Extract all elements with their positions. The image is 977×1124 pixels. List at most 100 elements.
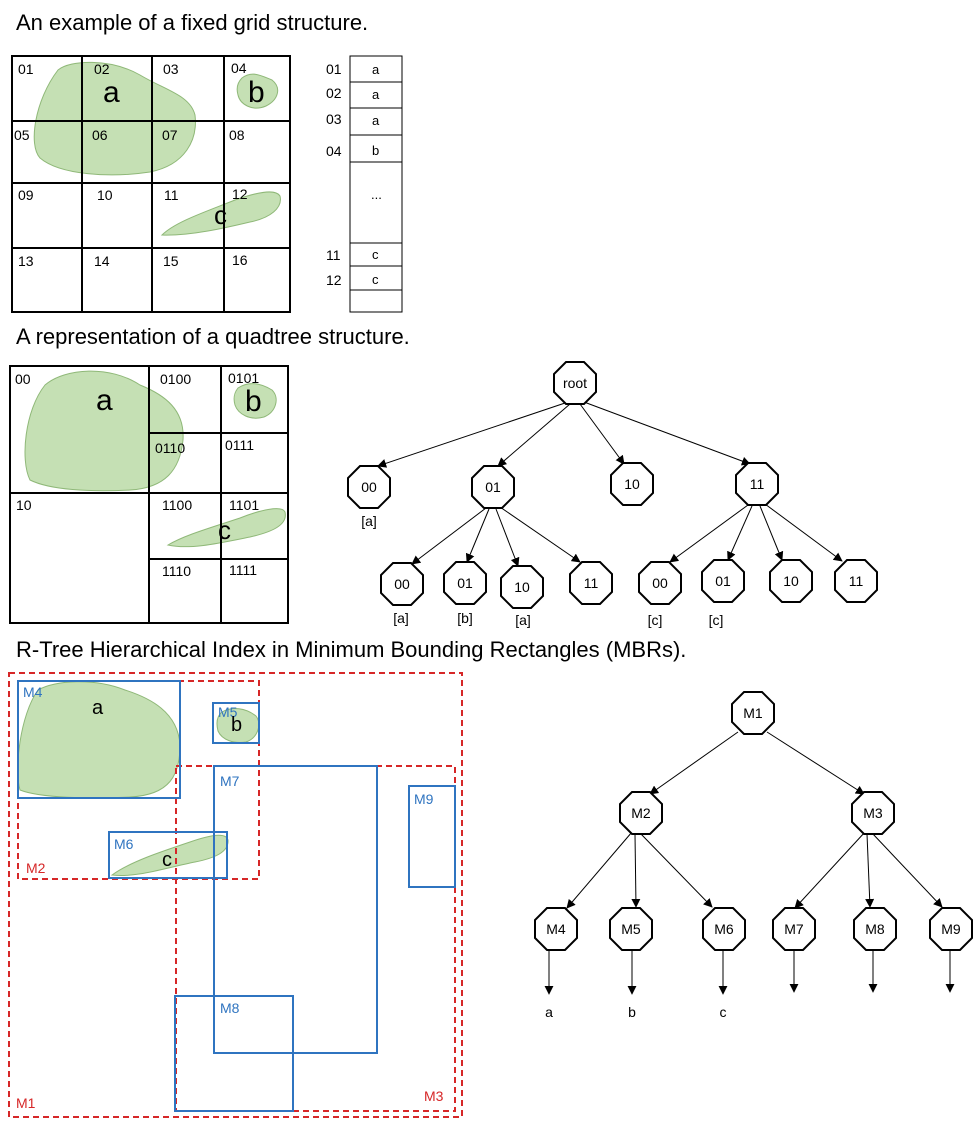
object-a-label: a bbox=[103, 76, 120, 109]
mbr-M1 bbox=[8, 672, 463, 1118]
grid-cell-label: 07 bbox=[162, 127, 178, 143]
svg-text:10: 10 bbox=[624, 476, 640, 492]
mbr-label: M5 bbox=[218, 704, 238, 720]
object-c-label: c bbox=[214, 200, 227, 230]
object-c-label: c bbox=[162, 849, 172, 871]
object-b-shape bbox=[236, 73, 279, 109]
tree-node: 10 bbox=[769, 559, 813, 603]
table-row-id: 04 bbox=[326, 143, 342, 159]
svg-text:M3: M3 bbox=[863, 805, 883, 821]
mbr-label: M4 bbox=[23, 684, 43, 700]
table-row-id: 03 bbox=[326, 111, 342, 127]
quad-cell-label: 10 bbox=[16, 497, 32, 513]
svg-text:01: 01 bbox=[715, 573, 731, 589]
svg-text:01: 01 bbox=[485, 479, 501, 495]
quad-cell-label: 1101 bbox=[229, 497, 259, 513]
tree-node: 00 bbox=[638, 561, 682, 605]
quad-cell-label: 0110 bbox=[155, 440, 185, 456]
tree-node-note: [a] bbox=[515, 612, 531, 628]
fixed-grid: 01 02 03 04 05 06 07 08 09 10 11 12 13 1… bbox=[11, 55, 291, 313]
quad-cell-label: 00 bbox=[15, 371, 31, 387]
grid-cell-label: 01 bbox=[18, 61, 34, 77]
grid-index-table: 01 a 02 a 03 a 04 b ... 11 c 12 c bbox=[326, 55, 403, 313]
mbr-label: M2 bbox=[26, 860, 46, 876]
svg-text:M6: M6 bbox=[714, 921, 734, 937]
svg-text:M9: M9 bbox=[941, 921, 961, 937]
quad-cell-label: 0111 bbox=[225, 437, 254, 453]
tree-node-note: [a] bbox=[361, 513, 377, 529]
svg-text:M2: M2 bbox=[631, 805, 651, 821]
table-row-id: 11 bbox=[326, 247, 341, 263]
quadtree-grid: 00 0100 0101 0110 0111 10 1100 1101 1110… bbox=[9, 365, 289, 624]
rtree-mbr-diagram: M1 M2 M3 M4 M5 M6 M7 M8 M9 a b c bbox=[8, 672, 463, 1118]
grid-cell-label: 08 bbox=[229, 127, 245, 143]
rtree-node: M3 bbox=[851, 791, 895, 835]
grid-cell-label: 06 bbox=[92, 127, 108, 143]
tree-node-note: [a] bbox=[393, 610, 409, 626]
tree-node: 11 bbox=[735, 462, 779, 506]
grid-cell-label: 14 bbox=[94, 253, 110, 269]
mbr-M3 bbox=[175, 765, 456, 1112]
svg-text:00: 00 bbox=[652, 575, 668, 591]
quad-cell-label: 1100 bbox=[162, 497, 192, 513]
table-row-value: a bbox=[372, 113, 380, 128]
rtree-tree: M1 M2 M3 M4 M5 M6 M7 M8 bbox=[534, 691, 973, 1020]
svg-text:M4: M4 bbox=[546, 921, 566, 937]
svg-text:10: 10 bbox=[514, 579, 530, 595]
section1-title: An example of a fixed grid structure. bbox=[16, 10, 368, 35]
tree-node: 01 bbox=[471, 465, 515, 509]
table-row-id: 02 bbox=[326, 85, 342, 101]
table-row-value: c bbox=[372, 247, 379, 262]
section2-title: A representation of a quadtree structure… bbox=[16, 324, 410, 349]
grid-cell-label: 04 bbox=[231, 60, 247, 76]
rtree-node: M2 bbox=[619, 791, 663, 835]
tree-node: 11 bbox=[834, 559, 878, 603]
quad-cell-label: 0101 bbox=[228, 370, 259, 386]
object-b-label: b bbox=[231, 714, 242, 736]
rtree-node: M8 bbox=[853, 907, 897, 951]
svg-text:M1: M1 bbox=[743, 705, 763, 721]
tree-node: 11 bbox=[569, 561, 613, 605]
quad-cell-label: 1111 bbox=[229, 562, 257, 578]
tree-node-note: [b] bbox=[457, 610, 473, 626]
rtree-node: M6 bbox=[702, 907, 746, 951]
svg-text:11: 11 bbox=[849, 573, 864, 589]
grid-cell-label: 12 bbox=[232, 186, 248, 202]
grid-cell-label: 16 bbox=[232, 252, 248, 268]
table-row-value: a bbox=[372, 87, 380, 102]
object-c-label: c bbox=[218, 515, 231, 545]
mbr-label: M8 bbox=[220, 1000, 240, 1016]
svg-text:M7: M7 bbox=[784, 921, 804, 937]
grid-cell-label: 03 bbox=[163, 61, 179, 77]
mbr-label: M1 bbox=[16, 1095, 36, 1111]
tree-node-root: root bbox=[553, 361, 597, 405]
mbr-M5 bbox=[212, 702, 260, 744]
table-row-value: b bbox=[372, 143, 379, 158]
svg-text:root: root bbox=[563, 375, 587, 391]
rtree-node: M9 bbox=[929, 907, 973, 951]
rtree-leaf-label: c bbox=[720, 1004, 727, 1020]
rtree-leaf-label: a bbox=[545, 1004, 553, 1020]
tree-node: 01 bbox=[443, 561, 487, 605]
svg-text:11: 11 bbox=[584, 575, 599, 591]
quadtree-tree: root 00 01 10 11 [a] 00 01 10 bbox=[347, 361, 878, 628]
svg-text:M8: M8 bbox=[865, 921, 885, 937]
svg-text:01: 01 bbox=[457, 575, 473, 591]
tree-node-note: [c] bbox=[648, 612, 663, 628]
svg-text:11: 11 bbox=[750, 476, 765, 492]
grid-cell-label: 15 bbox=[163, 253, 179, 269]
mbr-label: M7 bbox=[220, 773, 240, 789]
tree-node: 10 bbox=[610, 462, 654, 506]
grid-cell-label: 05 bbox=[14, 127, 30, 143]
rtree-node: M5 bbox=[609, 907, 653, 951]
grid-cell-label: 09 bbox=[18, 187, 34, 203]
rtree-node-M1: M1 bbox=[731, 691, 775, 735]
quad-cell-label: 0100 bbox=[160, 371, 191, 387]
grid-cell-label: 11 bbox=[164, 187, 179, 203]
mbr-M8 bbox=[174, 995, 294, 1112]
table-row-value: a bbox=[372, 62, 380, 77]
grid-cell-label: 02 bbox=[94, 61, 110, 77]
grid-cell-label: 13 bbox=[18, 253, 34, 269]
mbr-label: M3 bbox=[424, 1088, 444, 1104]
